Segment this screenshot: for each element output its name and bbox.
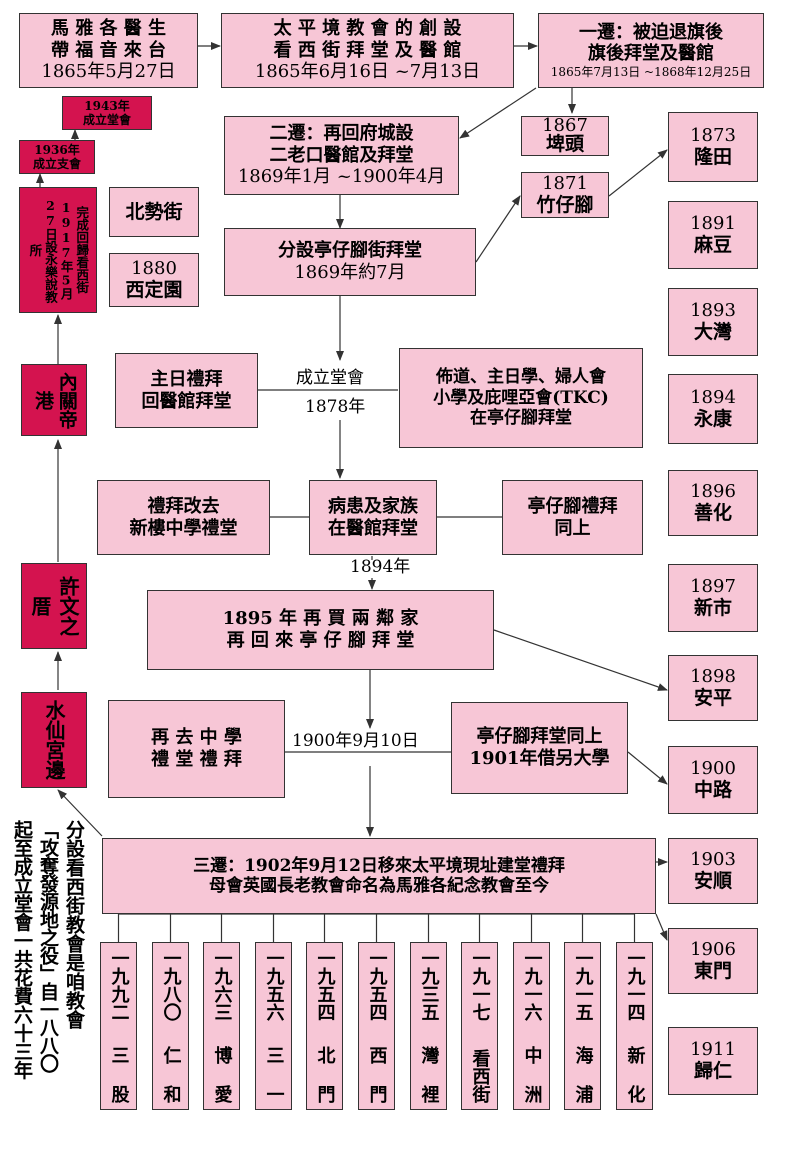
branch-church-5: 一九五四西 門 [358,942,395,1110]
station-1880-xidingyuan: 1880 西定園 [109,253,199,307]
station-1911: 1911 歸仁 [668,1027,758,1095]
station-1903: 1903 安順 [668,838,758,904]
branch-year: 一九六三 [211,949,233,1021]
branch-year: 一九九二 [108,949,130,1021]
node-same-1901: 亭仔腳拜堂同上 1901年借另大學 [451,702,628,794]
node-founding: 太 平 境 教 會 的 創 設 看 西 街 拜 堂 及 醫 館 1865年6月1… [221,13,514,88]
arrow-move1-move2 [459,87,537,139]
node-move3: 三遷：1902年9月12日移來太平境現址建堂禮拜 母會英國長老教會命名為馬雅各紀… [102,838,656,914]
branch-church-10: 一九一四新 化 [616,942,653,1110]
station-1900: 1900 中路 [668,746,758,814]
station-beishi-street: 北勢街 [109,187,199,237]
station-1867: 1867 埤頭 [521,116,609,156]
branch-church-4: 一九五四北 門 [306,942,343,1110]
node-shuixian: 水仙宮邊 [21,692,87,788]
node-neiguan: 內關帝港 [21,364,87,436]
branch-church-7: 一九一七看西街 [461,942,498,1110]
branch-name: 西 門 [366,1046,388,1103]
branch-name: 三 一 [263,1046,285,1103]
node-again-school: 再 去 中 學 禮 堂 禮 拜 [108,700,285,798]
branch-name: 博 愛 [211,1046,233,1103]
station-1891: 1891 麻豆 [668,201,758,269]
station-1898: 1898 安平 [668,655,758,721]
arrow-rebuy-1898 [493,629,668,691]
branch-church-1: 一九八〇仁 和 [152,942,189,1110]
station-1894: 1894 永康 [668,374,758,444]
branch-church-0: 一九九二三 股 [100,942,137,1110]
node-sunday-worship: 主日禮拜 回醫館拜堂 [115,353,258,428]
branch-year: 一九五四 [314,949,336,1021]
branch-church-3: 一九五六三 一 [255,942,292,1110]
node-move1: 一遷：被迫退旗後 旗後拜堂及醫館 1865年7月13日 ~1868年12月25日 [538,13,764,88]
arrow-move3-1906 [655,913,668,941]
node-rebuy-1895: 1895 年 再 買 兩 鄰 家 再 回 來 亭 仔 腳 拜 堂 [147,590,494,670]
branch-church-2: 一九六三博 愛 [203,942,240,1110]
arrow-same1901-1900 [627,751,668,785]
station-1873: 1873 隆田 [668,112,758,182]
branch-church-8: 一九一六中 洲 [513,942,550,1110]
node-kanxi-return: 完成回歸看西街1917年5月27日設永樂說教所 [19,187,97,313]
station-1871: 1871 竹仔腳 [521,172,609,218]
node-patients: 病患及家族 在醫館拜堂 [309,480,437,555]
branch-name: 灣 裡 [418,1046,440,1103]
node-est-1936: 1936年 成立支會 [19,140,95,174]
branch-name: 中 洲 [521,1046,543,1103]
branch-name: 北 門 [314,1046,336,1103]
label-1900-date: 1900年9月10日 [292,731,419,751]
branch-year: 一九一四 [624,949,646,1021]
branch-name: 新 化 [624,1046,646,1103]
branch-year: 一九五六 [263,949,285,1021]
branch-church-9: 一九一五海 浦 [564,942,601,1110]
node-tkc: 佈道、主日學、婦人會 小學及庇哩亞會(TKC) 在亭仔腳拜堂 [399,348,643,448]
branch-year: 一九一七 [469,949,491,1021]
node-move2: 二遷：再回府城設 二老口醫館及拜堂 1869年1月 ~1900年4月 [224,116,459,195]
note-column-3: 起至成立堂會一共花費六十三年 [11,820,33,1079]
station-1906: 1906 東門 [668,928,758,994]
note-block: 分設看西街教會是咱教會 「攻奪發源地之役」自一八八〇 起至成立堂會一共花費六十三… [4,820,88,1146]
arrow-branch-1871 [475,195,521,263]
note-column-1: 分設看西街教會是咱教會 [63,820,85,1029]
branch-year: 一九三五 [418,949,440,1021]
branch-name: 看西街 [469,1049,491,1103]
label-1894: 1894年 [350,557,411,577]
node-arrival: 馬 雅 各 醫 生 帶 福 音 來 台 1865年5月27日 [19,13,198,88]
branch-church-6: 一九三五灣 裡 [410,942,447,1110]
branch-name: 仁 和 [160,1046,182,1103]
node-same-1: 亭仔腳禮拜 同上 [502,480,643,555]
node-xuwen: 許文之厝 [21,563,87,649]
branch-year: 一九一五 [572,949,594,1021]
branch-year: 一九一六 [521,949,543,1021]
station-1896: 1896 善化 [668,470,758,536]
node-worship-moved: 禮拜改去 新樓中學禮堂 [97,480,270,555]
node-branch-1869: 分設亭仔腳街拜堂 1869年約7月 [224,228,476,296]
branch-name: 海 浦 [572,1046,594,1103]
branch-year: 一九五四 [366,949,388,1021]
station-1893: 1893 大灣 [668,288,758,356]
arrow-1871-1873 [608,149,668,197]
label-church-est-year: 1878年 [305,397,366,417]
label-church-est-name: 成立堂會 [296,368,364,388]
station-1897: 1897 新市 [668,564,758,632]
node-est-1943: 1943年 成立堂會 [62,96,152,130]
arrow-move3-shuixian [57,789,103,837]
note-column-2: 「攻奪發源地之役」自一八八〇 [37,820,59,1072]
branch-year: 一九八〇 [160,949,182,1021]
branch-name: 三 股 [108,1046,130,1103]
